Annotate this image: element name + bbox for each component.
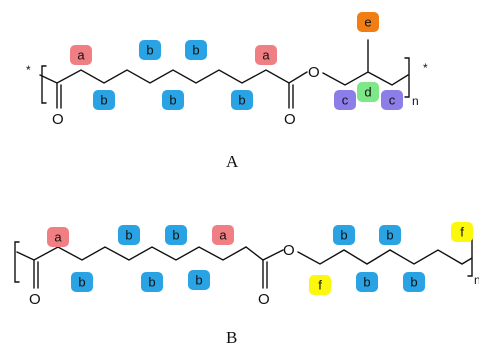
polymer-a-tag-e: e xyxy=(357,12,379,32)
polymer-b-caption: B xyxy=(226,328,237,347)
polymer-b-tag-box xyxy=(333,225,355,245)
polymer-a-tag-label: b xyxy=(192,43,199,58)
polymer-a-bracket-right xyxy=(404,57,410,98)
polymer-b-tag-label: f xyxy=(460,225,464,240)
polymer-b-tag-box xyxy=(212,225,234,245)
polymer-b-tag-box xyxy=(47,227,69,247)
polymer-b-tag-label: b xyxy=(410,275,417,290)
polymer-a-caption: A xyxy=(226,152,239,171)
polymer-b-oxygen-right: O xyxy=(258,291,270,308)
polymer-a-tag-box xyxy=(357,12,379,32)
polymer-b-repeat-n: n xyxy=(474,273,479,287)
polymer-a-tag-d: d xyxy=(357,82,379,102)
polymer-a-oxygen-right: O xyxy=(284,111,296,128)
polymer-b-tag-box xyxy=(188,270,210,290)
polymer-b-tag-label: b xyxy=(172,228,179,243)
polymer-a-backbone xyxy=(39,69,308,84)
polymer-b-tag-box xyxy=(379,225,401,245)
polymer-b-backbone xyxy=(16,246,284,261)
polymer-b-tag-box xyxy=(141,272,163,292)
polymer-b-tag-a: a xyxy=(212,225,234,245)
polymer-b-tag-box xyxy=(403,272,425,292)
polymer-a-end-star-right: * xyxy=(423,61,428,75)
polymer-a-tag-label: b xyxy=(146,43,153,58)
polymer-a-tag-b: b xyxy=(139,40,161,60)
polymer-b-tag-b: b xyxy=(333,225,355,245)
polymer-a-tag-box xyxy=(357,82,379,102)
polymer-a-ester-oxygen: O xyxy=(308,64,320,81)
polymer-a-tag-label: e xyxy=(364,15,371,30)
polymer-b-tag-f: f xyxy=(309,275,331,295)
polymer-b-tag-label: b xyxy=(195,273,202,288)
polymer-a-tag-box xyxy=(185,40,207,60)
polymer-b: O O O n a b b b b b a f b b b b f B xyxy=(14,222,479,347)
polymer-a-tag-label: b xyxy=(238,93,245,108)
polymer-b-tag-b: b xyxy=(165,225,187,245)
polymer-b-tag-a: a xyxy=(47,227,69,247)
polymer-a-tag-b: b xyxy=(93,90,115,110)
polymer-a-oxygen-left: O xyxy=(52,111,64,128)
polymer-b-tag-label: b xyxy=(340,228,347,243)
polymer-b-tag-f: f xyxy=(451,222,473,242)
polymer-a-tag-box xyxy=(70,45,92,65)
polymer-b-tag-label: b xyxy=(386,228,393,243)
polymer-a-tag-label: c xyxy=(342,93,349,108)
polymer-b-ester-oxygen: O xyxy=(283,242,295,259)
polymer-b-tag-b: b xyxy=(141,272,163,292)
polymer-a-tag-label: a xyxy=(262,48,270,63)
polymer-b-bracket-left xyxy=(14,241,20,283)
polymer-b-tag-box xyxy=(118,225,140,245)
polymer-a-end-star-left: * xyxy=(26,63,31,77)
polymer-a-tag-label: b xyxy=(100,93,107,108)
polymer-a-tag-c: c xyxy=(381,90,403,110)
polymer-a-tag-box xyxy=(162,90,184,110)
polymer-b-tag-box xyxy=(165,225,187,245)
polymer-b-tag-box xyxy=(309,275,331,295)
polymer-b-tag-b: b xyxy=(379,225,401,245)
polymer-b-tag-label: b xyxy=(78,275,85,290)
polymer-a-repeat-n: n xyxy=(412,94,419,108)
polymer-b-bracket-right xyxy=(467,235,473,277)
polymer-a-tag-box xyxy=(381,90,403,110)
polymer-b-oxygen-left: O xyxy=(29,291,41,308)
polymer-b-tag-box xyxy=(356,272,378,292)
polymer-a-tag-box xyxy=(231,90,253,110)
polymer-a-tag-label: a xyxy=(77,48,85,63)
polymer-a-tag-c: c xyxy=(334,90,356,110)
polymer-b-diol-chain xyxy=(297,249,473,265)
polymer-a-tag-box xyxy=(334,90,356,110)
polymer-b-tag-b: b xyxy=(403,272,425,292)
polymer-b-tag-box xyxy=(71,272,93,292)
polymer-b-tag-b: b xyxy=(188,270,210,290)
polymer-a-tag-box xyxy=(139,40,161,60)
polymer-b-tag-label: f xyxy=(318,278,322,293)
polymer-b-tags: a b b b b b a f b b b b f xyxy=(47,222,473,295)
polymer-b-tag-label: a xyxy=(219,228,227,243)
polymer-b-tag-b: b xyxy=(118,225,140,245)
polymer-b-tag-label: b xyxy=(125,228,132,243)
polymer-a-tag-box xyxy=(255,45,277,65)
polymer-a-tag-b: b xyxy=(162,90,184,110)
polymer-a-tag-b: b xyxy=(231,90,253,110)
polymer-a-tag-label: c xyxy=(389,93,396,108)
polymer-a-tag-b: b xyxy=(185,40,207,60)
polymer-b-tag-label: b xyxy=(363,275,370,290)
polymer-b-tag-label: b xyxy=(148,275,155,290)
polymer-a-tag-a: a xyxy=(255,45,277,65)
polymer-a-tag-box xyxy=(93,90,115,110)
polymer-a-tag-label: b xyxy=(169,93,176,108)
polymer-b-tag-box xyxy=(451,222,473,242)
polymer-a-bracket-left xyxy=(41,65,47,104)
polymer-b-tag-label: a xyxy=(54,230,62,245)
polymer-a-tag-a: a xyxy=(70,45,92,65)
polymer-b-tag-b: b xyxy=(356,272,378,292)
polymer-b-tag-b: b xyxy=(71,272,93,292)
polymer-a-tag-label: d xyxy=(364,85,371,100)
